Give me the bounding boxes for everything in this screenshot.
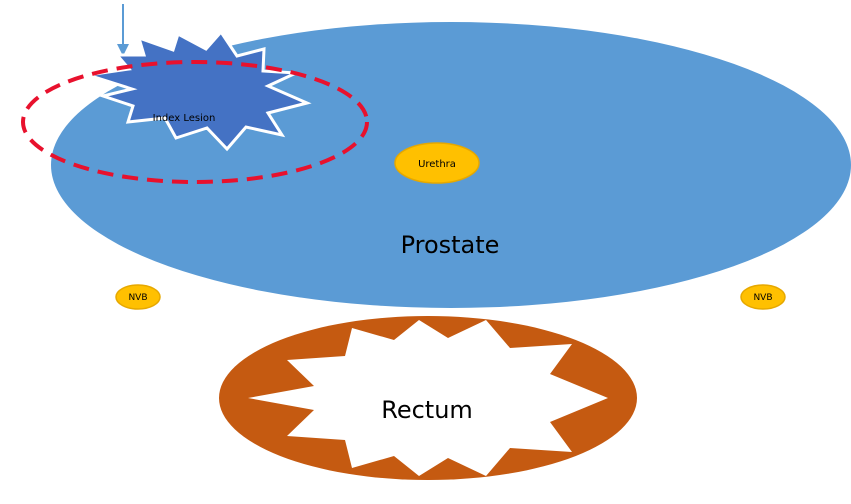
nvb-right-label: NVB	[753, 293, 772, 303]
nvb-left-label: NVB	[128, 293, 147, 303]
pointer-arrow	[117, 4, 129, 56]
urethra-label: Urethra	[418, 159, 456, 170]
prostate-label: Prostate	[401, 231, 500, 259]
rectum-label: Rectum	[381, 396, 473, 424]
index-lesion-label: Index Lesion	[153, 113, 216, 124]
